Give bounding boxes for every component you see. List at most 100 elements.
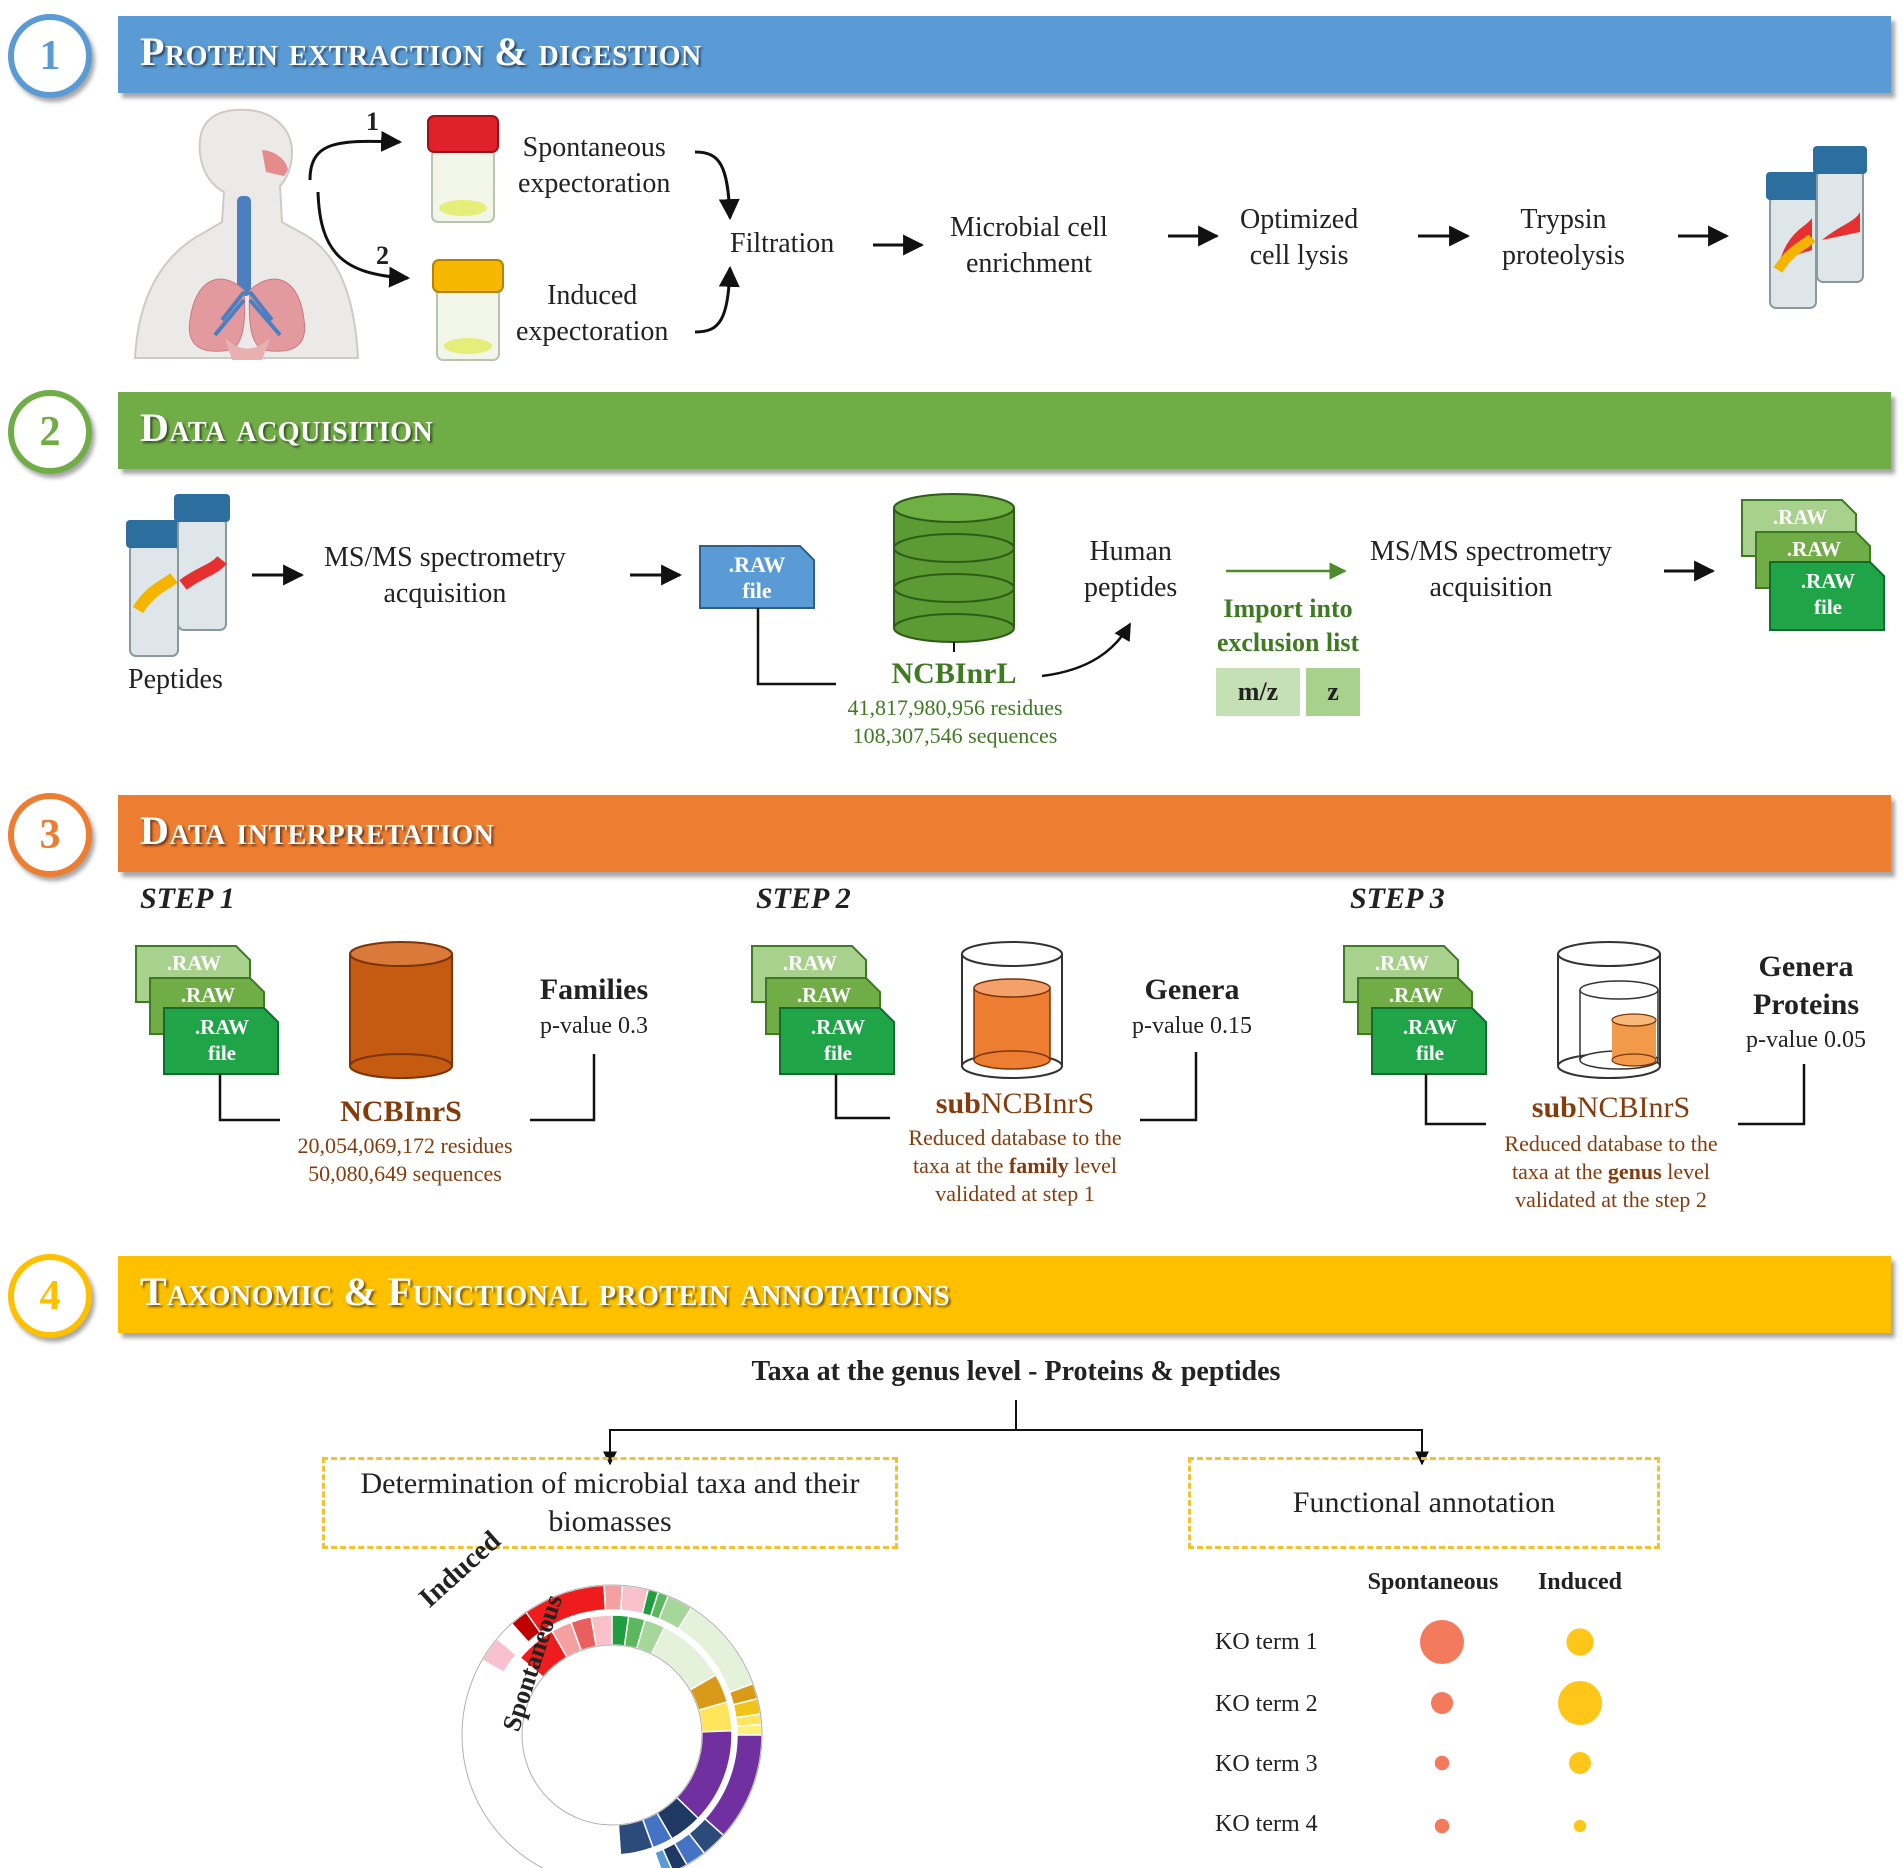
raw-label-step1-b: .RAW [180, 983, 236, 1007]
human-respiratory-illustration [133, 108, 360, 360]
reduced3-line1: Reduced database to the [1504, 1131, 1718, 1156]
raw-file-icon-blue [699, 545, 815, 609]
reduced2-line3: validated at step 1 [935, 1181, 1095, 1206]
genera-label: Genera [1144, 973, 1240, 1006]
ncbinrl-stats: 41,817,980,956 residues 108,307,546 sequ… [847, 695, 1063, 748]
z-box [1306, 668, 1360, 716]
section3-title: Data interpretation [140, 808, 495, 853]
functional-annotation-box: Functional annotation [1188, 1457, 1660, 1549]
step3-pvalue: p-value 0.05 [1746, 1027, 1866, 1053]
z-label: z [1327, 677, 1339, 706]
ko-term-2: KO term 2 [1215, 1691, 1318, 1717]
raw-label-step2-b: .RAW [796, 983, 852, 1007]
microbial-enrichment-label: Microbial cell enrichment [950, 212, 1108, 279]
taxa-genus-title: Taxa at the genus level - Proteins & pep… [751, 1356, 1281, 1387]
step1-pvalue: p-value 0.3 [540, 1013, 648, 1039]
sub-suffix: NCBInrS [980, 1087, 1095, 1120]
ko-bubble-chart [1420, 1620, 1602, 1834]
raw-label-s2-a: .RAW [1772, 505, 1828, 529]
subncbinrs-label-step3: subNCBInrS [1531, 1091, 1691, 1124]
human-peptides-label: Human peptides [1084, 536, 1178, 603]
sub-prefix: sub [935, 1087, 981, 1120]
bubble-spontaneous-3 [1434, 1755, 1450, 1771]
ncbinrs-stats: 20,054,069,172 residues 50,080,649 seque… [297, 1133, 513, 1186]
raw-file-label-step1-c: .RAW file [194, 1015, 250, 1065]
ncbinrl-label: NCBInrL [891, 657, 1017, 690]
raw-file-blue-label: .RAW file [728, 552, 786, 603]
subncbinrs-label-step2: subNCBInrS [910, 1086, 1120, 1122]
section1-banner: Protein extraction & digestion [118, 16, 1891, 93]
bubble-spontaneous-4 [1434, 1818, 1450, 1834]
raw-file-stack-step1 [135, 945, 279, 1075]
ncbinrs-database-icon [349, 941, 453, 1079]
step2-heading: STEP 2 [756, 882, 851, 915]
section2-title: Data acquisition [140, 405, 434, 450]
raw-file-stack-step3 [1343, 945, 1487, 1075]
section4-banner: Taxonomic & Functional protein annotatio… [118, 1256, 1891, 1333]
raw-label-step3-a: .RAW [1374, 951, 1430, 975]
raw-file-label-s2-c: .RAW file [1800, 569, 1856, 619]
subncbinrs-database-icon-step2 [961, 941, 1063, 1079]
filtration-label: Filtration [730, 228, 835, 259]
taxa-determination-box: Determination of microbial taxa and thei… [322, 1457, 898, 1549]
donut-outer-segment-2 [603, 1584, 624, 1612]
import-exclusion-label: Import into exclusion list [1216, 594, 1360, 657]
bubble-spontaneous-1 [1420, 1620, 1464, 1664]
taxa-donut-chart [461, 1584, 763, 1868]
induced-expectoration-label: Induced expectoration [516, 280, 669, 347]
step1-heading: STEP 1 [140, 882, 235, 915]
genera-proteins-label: Genera Proteins [1752, 950, 1860, 1021]
families-label: Families [539, 973, 649, 1006]
step2-pvalue: p-value 0.15 [1132, 1013, 1252, 1039]
bubble-spontaneous-2 [1431, 1692, 1453, 1714]
ko-term-1: KO term 1 [1215, 1629, 1318, 1655]
raw-label-s2-b: .RAW [1786, 537, 1842, 561]
section2-banner: Data acquisition [118, 392, 1891, 469]
vials-illustration-2 [126, 494, 230, 657]
reduced-db-step2-text: Reduced database to the taxa at the fami… [870, 1124, 1160, 1208]
route-1-label: 1 [366, 107, 379, 136]
mz-label: m/z [1237, 677, 1279, 706]
reduced3-line2: taxa at the genus level [1512, 1159, 1710, 1184]
donut-inner-ring [521, 1644, 703, 1826]
ko-term-3: KO term 3 [1215, 1751, 1318, 1777]
section1-title: Protein extraction & digestion [140, 29, 702, 74]
raw-file-stack-s2 [1741, 499, 1885, 631]
raw-label-step3-b: .RAW [1388, 983, 1444, 1007]
donut-outer-segment-11 [735, 1723, 763, 1736]
sputum-cup-yellow [432, 259, 504, 361]
vials-illustration-1 [1766, 146, 1867, 309]
bubble-induced-2 [1558, 1681, 1602, 1725]
reduced-db-step3-text: Reduced database to the taxa at the genu… [1466, 1130, 1756, 1214]
col-induced-header: Induced [1537, 1569, 1623, 1595]
col-spontaneous-header: Spontaneous [1367, 1569, 1499, 1595]
route-2-label: 2 [376, 241, 389, 270]
section2-number-badge: 2 [8, 390, 92, 474]
raw-label-step2-a: .RAW [782, 951, 838, 975]
bubble-induced-3 [1569, 1752, 1591, 1774]
reduced2-line1: Reduced database to the [908, 1125, 1122, 1150]
step3-heading: STEP 3 [1350, 882, 1445, 915]
section4-title: Taxonomic & Functional protein annotatio… [140, 1269, 951, 1314]
raw-label-step1-a: .RAW [166, 951, 222, 975]
msms-acquisition-2-label: MS/MS spectrometry acquisition [1370, 536, 1612, 603]
mz-box [1216, 668, 1300, 716]
sputum-cup-red [427, 115, 499, 223]
donut-outer-ring [461, 1584, 763, 1868]
subncbinrs-database-icon-step3 [1557, 941, 1661, 1079]
section3-number-badge: 3 [8, 793, 92, 877]
reduced3-line3: validated at the step 2 [1515, 1187, 1707, 1212]
section3-banner: Data interpretation [118, 795, 1891, 872]
msms-acquisition-1-label: MS/MS spectrometry acquisition [324, 542, 566, 609]
bubble-induced-4 [1573, 1819, 1587, 1833]
reduced2-line2: taxa at the family level [912, 1153, 1118, 1178]
raw-file-label-step3-c: .RAW file [1402, 1015, 1458, 1065]
ncbinrl-database-icon [893, 493, 1015, 643]
section1-number-badge: 1 [8, 14, 92, 98]
ncbinrs-label: NCBInrS [340, 1095, 462, 1128]
raw-file-stack-step2 [751, 945, 895, 1075]
spontaneous-expectoration-label: Spontaneous expectoration [518, 132, 671, 199]
trypsin-proteolysis-label: Trypsin proteolysis [1502, 204, 1625, 271]
section4-number-badge: 4 [8, 1254, 92, 1338]
